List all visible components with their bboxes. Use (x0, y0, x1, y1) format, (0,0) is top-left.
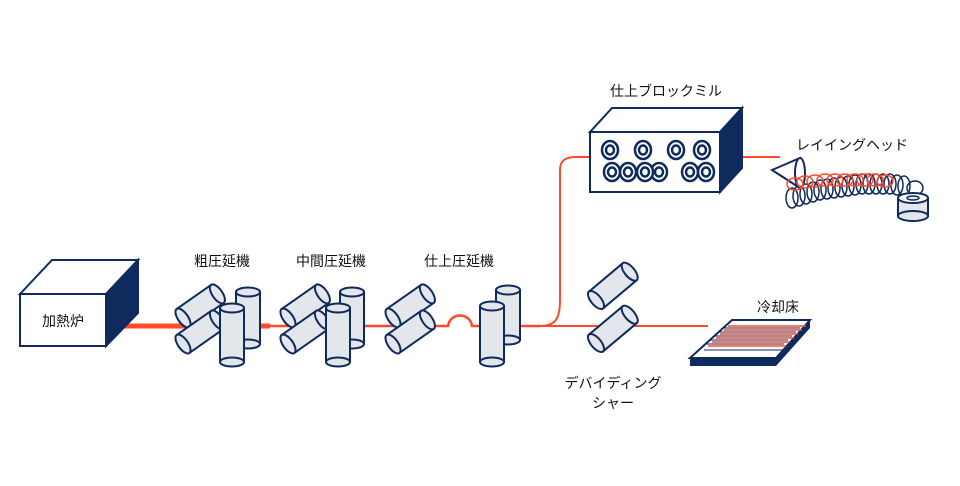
heating-furnace: 加熱炉 (17, 257, 141, 349)
coil-bundle (897, 192, 929, 222)
dividing-shear: デバイディング シャー (564, 261, 662, 412)
finishing-mill-label: 仕上圧延機 (424, 254, 494, 270)
intermediate-mill-label: 中間圧延機 (296, 254, 366, 270)
intermediate-mill: 中間圧延機 (279, 254, 366, 368)
laying-head: レイイングヘッド (769, 138, 929, 222)
block-mill-rolls (600, 139, 716, 183)
dividing-shear-label-2: シャー (592, 396, 634, 412)
furnace-label: 加熱炉 (42, 314, 84, 330)
finishing-mill: 仕上圧延機 (384, 254, 521, 368)
roughing-mill-label: 粗圧延機 (194, 254, 250, 270)
cooling-bed-label: 冷却床 (757, 300, 799, 316)
laying-head-label: レイイングヘッド (796, 138, 908, 154)
roughing-mill: 粗圧延機 (174, 254, 261, 368)
dividing-shear-label-1: デバイディング (564, 375, 661, 392)
finishing-block-mill-label: 仕上ブロックミル (610, 83, 722, 100)
cooling-bed: 冷却床 (687, 300, 813, 366)
laying-head-coils (785, 173, 924, 209)
cooling-bed-bars (708, 325, 806, 347)
finishing-block-mill: 仕上ブロックミル (587, 83, 745, 195)
